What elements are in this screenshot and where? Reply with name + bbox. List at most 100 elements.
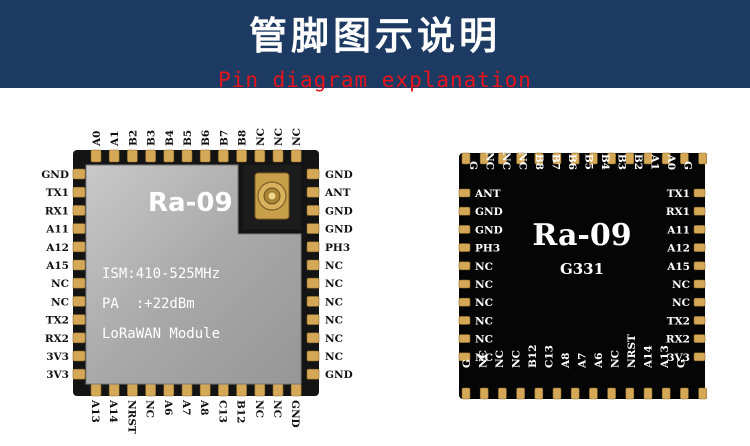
pin-pad [306,332,320,344]
pin-label: NC [51,278,69,290]
pin-pad [458,279,471,289]
pin-label: A14 [643,345,655,369]
pin-label: GND [289,400,301,428]
pin-pad [72,223,86,234]
pin-pad [306,368,320,380]
pin-label: NC [475,297,493,309]
pin-pad [458,188,471,198]
pin-pad [643,152,653,165]
pin-pad [127,149,138,163]
pin-pad [181,149,193,163]
module-spec-line: PA :+22dBm [102,296,195,312]
pin-pad [306,350,320,362]
pin-pad [272,149,284,163]
pin-label: A8 [560,353,572,369]
pin-label: NC [325,315,343,327]
pin-label: PH3 [475,243,500,255]
pin-pad [461,387,471,400]
pin-label: A12 [45,242,69,254]
pin-label: GND [475,206,503,218]
pin-label: NC [253,400,265,418]
pin-label: NC [325,278,343,290]
module-spec-line: ISM:410-525MHz [102,266,220,282]
pin-pad [254,383,266,397]
pin-label: NRST [626,334,638,368]
pin-pad [458,334,471,343]
pin-label: GND [325,224,353,236]
pin-label: RX1 [45,205,69,217]
pin-label: NC [51,296,69,308]
pin-label: B12 [235,400,247,424]
pin-label: B8 [237,130,249,146]
pin-label: A14 [107,399,119,423]
pin-label: NC [672,279,690,291]
pin-pad [498,152,507,165]
pin-label: A1 [109,131,121,147]
pin-label: NC [475,261,493,273]
pin-label: NC [511,350,523,368]
pin-pad [458,206,471,216]
pin-pad [589,152,598,165]
pin-label: A0 [91,131,103,147]
pin-pad [693,188,706,198]
pin-pad [306,223,320,234]
pin-pad [458,261,471,271]
pin-pad [458,243,471,252]
pin-label: G [676,359,688,368]
pin-pad [570,387,580,400]
pin-label: GND [325,169,353,181]
pin-pad [693,206,706,216]
pin-pad [306,277,320,289]
pin-label: 3V3 [46,351,69,363]
pin-label: 3V3 [667,352,690,364]
pin-pad [698,387,707,400]
pin-label: TX2 [46,315,69,327]
pin-label: A11 [45,224,69,236]
pin-label: C13 [216,400,228,423]
pin-label: TX2 [667,315,690,327]
pin-label: TX1 [667,188,690,200]
pin-pad [693,352,706,362]
pin-pad [90,383,102,397]
pin-pad [72,168,86,180]
module-model-label: Ra-09 [532,218,631,253]
pin-label: NRST [125,400,137,434]
pin-label: NC [475,279,493,291]
pin-pad [306,168,320,180]
pin-label: GND [325,205,353,217]
pin-pad [607,387,616,400]
pin-pad [552,387,562,400]
pin-label: NC [672,297,690,309]
pin-pad [145,383,156,397]
pin-label: A15 [666,261,690,273]
pin-pad [479,152,489,165]
pin-pad [693,225,706,234]
pin-label: 3V3 [46,369,69,381]
pin-label: A11 [666,224,690,236]
module-bottom-view: Ra-09G331ANTGNDGNDPH3NCNCNCNCNCNCTX1RX1A… [458,152,707,400]
pin-pad [163,149,175,163]
pin-label: NC [475,315,493,327]
pin-pad [90,149,102,163]
pin-pad [72,350,86,362]
pin-pad [145,149,156,163]
pin-pad [306,205,320,216]
pin-pad [306,296,320,307]
pin-label: ANT [324,187,351,199]
pin-pad [254,149,266,163]
pin-label: G [467,161,479,170]
pin-pad [516,387,525,400]
pin-label: A15 [45,260,69,272]
pin-label: G [461,359,473,368]
pin-pad [72,314,86,325]
pin-label: A12 [666,243,690,255]
pin-pad [108,149,120,163]
pin-pad [607,152,616,165]
pin-pad [218,149,229,163]
pin-pad [181,383,193,397]
pin-label: NC [478,350,490,368]
module-code-label: G331 [560,260,604,278]
pin-label: B4 [599,154,611,170]
pin-label: B2 [632,154,644,170]
